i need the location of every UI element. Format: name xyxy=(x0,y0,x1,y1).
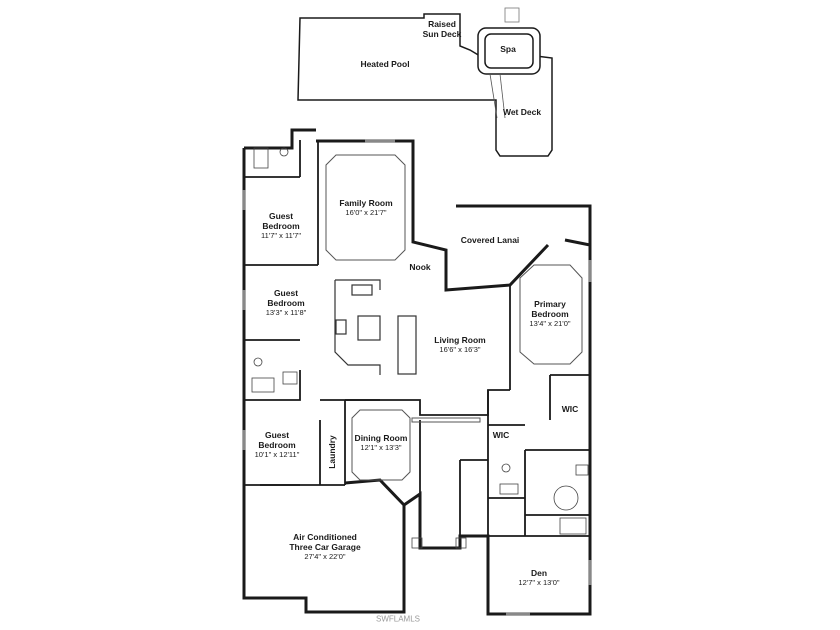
wet-deck-name: Wet Deck xyxy=(502,107,542,118)
den-dims: 12'7" x 13'0" xyxy=(518,577,560,587)
guest-bedroom-1-name-line2: Bedroom xyxy=(262,220,300,231)
covered-lanai-label: Covered Lanai xyxy=(460,235,520,246)
fixtures xyxy=(251,147,589,549)
heated-pool-name: Heated Pool xyxy=(360,59,410,70)
nook-name: Nook xyxy=(409,262,431,273)
living-room-name: Living Room xyxy=(434,334,486,345)
guest-bedroom-3-dims: 10'1" x 12'11" xyxy=(254,449,300,459)
spa-name: Spa xyxy=(500,44,516,55)
guest-bedroom-2-name-line2: Bedroom xyxy=(267,297,305,308)
primary-bedroom-dims: 13'4" x 21'0" xyxy=(529,318,571,328)
laundry-label: Laundry xyxy=(327,435,338,469)
dining-room-dims: 12'1" x 13'3" xyxy=(360,442,402,452)
raised-sun-deck-name-line1: Raised xyxy=(428,19,456,30)
exterior-walls xyxy=(242,128,592,616)
wic-1-name: WIC xyxy=(561,404,579,415)
family-room-name: Family Room xyxy=(339,197,393,208)
kitchen xyxy=(334,279,417,375)
den-label: Den 12'7" x 13'0" xyxy=(518,567,560,587)
guest-bedroom-3-label: Guest Bedroom 10'1" x 12'11" xyxy=(254,429,300,459)
nook-label: Nook xyxy=(409,262,431,273)
family-room-dims: 16'0" x 21'7" xyxy=(345,207,387,217)
guest-bedroom-1-name-line1: Guest xyxy=(268,210,294,221)
windows xyxy=(242,139,592,616)
guest-bedroom-1-dims: 11'7" x 11'7" xyxy=(260,230,302,240)
primary-bedroom-label: Primary Bedroom 13'4" x 21'0" xyxy=(529,298,571,328)
heated-pool-label: Heated Pool xyxy=(360,59,410,70)
family-room-label: Family Room 16'0" x 21'7" xyxy=(339,197,393,217)
dining-room-name: Dining Room xyxy=(354,432,408,443)
living-room-dims: 16'6" x 16'3" xyxy=(439,344,481,354)
guest-bedroom-2-label: Guest Bedroom 13'3" x 11'8" xyxy=(265,287,307,317)
interior-walls xyxy=(244,140,590,537)
raised-sun-deck-label: Raised Sun Deck xyxy=(422,19,462,40)
raised-sun-deck-name-line2: Sun Deck xyxy=(422,29,462,39)
living-room-label: Living Room 16'6" x 16'3" xyxy=(434,334,486,354)
guest-bedroom-3-name-line1: Guest xyxy=(264,429,290,440)
guest-bedroom-2-dims: 13'3" x 11'8" xyxy=(265,307,307,317)
laundry-name: Laundry xyxy=(327,435,338,469)
room-outlines xyxy=(325,154,583,481)
covered-lanai-name: Covered Lanai xyxy=(460,235,520,246)
wic-2-name: WIC xyxy=(492,430,510,441)
primary-bedroom-name-line2: Bedroom xyxy=(531,308,569,319)
watermark: SWFLAMLS xyxy=(375,614,421,624)
guest-bedroom-3-name-line2: Bedroom xyxy=(258,439,296,450)
garage-name-line1: Air Conditioned xyxy=(293,531,357,542)
garage-dims: 27'4" x 22'0" xyxy=(304,551,346,561)
den-name: Den xyxy=(530,567,548,578)
wet-deck-label: Wet Deck xyxy=(502,107,542,118)
wic-2-label: WIC xyxy=(492,430,510,441)
guest-bedroom-1-label: Guest Bedroom 11'7" x 11'7" xyxy=(260,210,302,240)
pool-area xyxy=(297,7,553,157)
garage-name-line2: Three Car Garage xyxy=(289,541,361,552)
wic-1-label: WIC xyxy=(561,404,579,415)
garage-label: Air Conditioned Three Car Garage 27'4" x… xyxy=(289,531,361,561)
dining-room-label: Dining Room 12'1" x 13'3" xyxy=(354,432,408,452)
primary-bedroom-name-line1: Primary xyxy=(534,298,566,309)
guest-bedroom-2-name-line1: Guest xyxy=(273,287,299,298)
spa-label: Spa xyxy=(500,44,516,55)
